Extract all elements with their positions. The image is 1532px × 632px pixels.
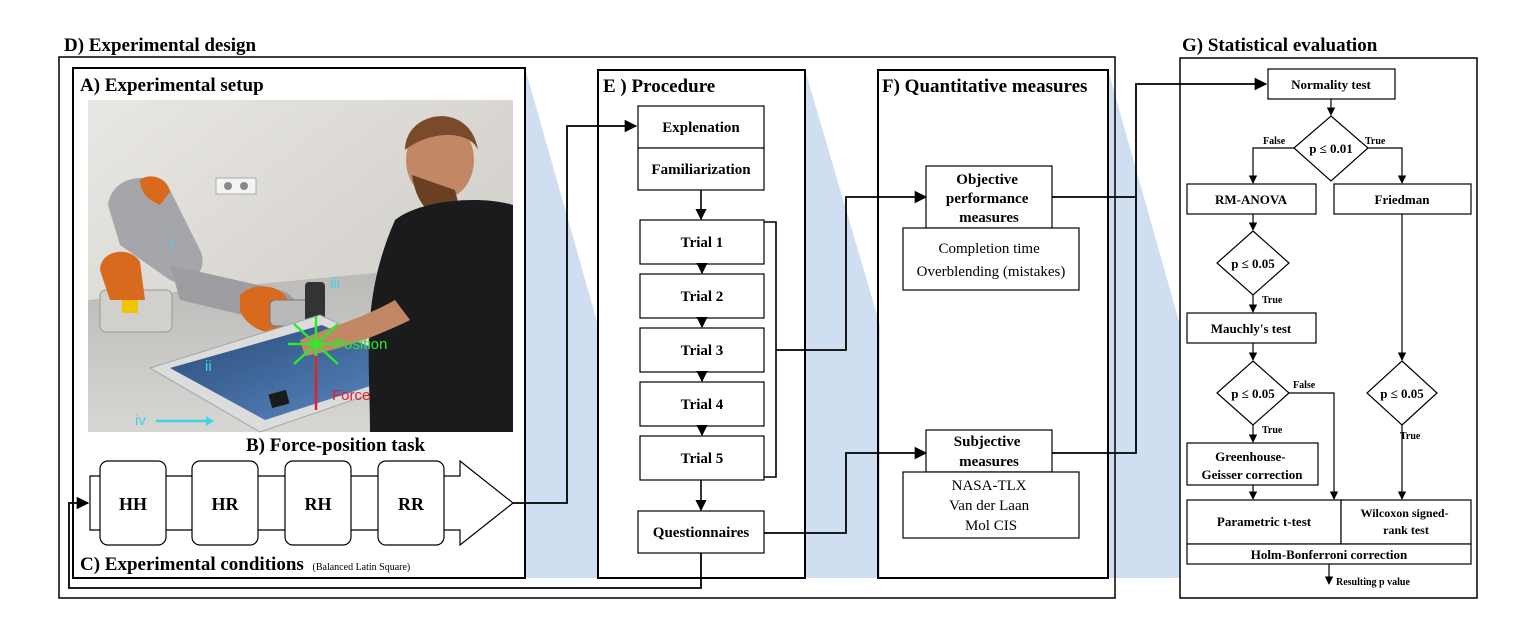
- mauchly-box: [1186, 312, 1317, 344]
- step-familiarization-box: [637, 147, 765, 191]
- measures-boxes: [902, 165, 1080, 539]
- stats-arrows: [1248, 99, 1407, 585]
- title-procedure: E ) Procedure: [603, 76, 715, 97]
- greenhouse-geisser: Greenhouse- Geisser correction: [1202, 449, 1304, 482]
- objective-measures-box: [925, 165, 1053, 229]
- condition-rh: RH: [284, 460, 352, 546]
- condition-hh-label: HH: [119, 494, 147, 514]
- condition-hr-label: HR: [212, 494, 240, 514]
- trial-2: Trial 2: [681, 289, 724, 305]
- trial-5: Trial 5: [681, 451, 724, 467]
- conditions-title-text: C) Experimental conditions: [80, 554, 304, 575]
- photo-label-iii: iii: [330, 275, 340, 292]
- label-true-1: True: [1365, 136, 1386, 147]
- stats-shapes: [1186, 68, 1472, 565]
- photo-label-i: i: [170, 235, 173, 252]
- title-force-position-task: B) Force-position task: [246, 435, 426, 456]
- stats-frame: [1179, 57, 1478, 599]
- trial-3: Trial 3: [681, 343, 724, 359]
- measures-frame: [877, 69, 1109, 579]
- funnel-measures-to-stats: [1108, 70, 1180, 578]
- trial-1: Trial 1: [681, 235, 724, 251]
- subjective-items-box: [902, 471, 1080, 539]
- step-questionnaires: Questionnaires: [653, 525, 750, 541]
- photo-label-iv: iv: [135, 412, 146, 429]
- trial-4: Trial 4: [681, 397, 724, 413]
- condition-hr: HR: [191, 460, 259, 546]
- objective-items-box: [902, 227, 1080, 291]
- trial-1-box: [639, 219, 765, 265]
- step-familiarization: Familiarization: [651, 162, 751, 178]
- decision-p001-label: p ≤ 0.01: [1309, 141, 1353, 156]
- title-experimental-conditions: C) Experimental conditions (Balanced Lat…: [80, 554, 410, 575]
- label-true-2: True: [1262, 295, 1283, 306]
- greenhouse-box: [1186, 442, 1319, 486]
- normality-test-box: [1267, 68, 1396, 100]
- holm-bonferroni: Holm-Bonferroni correction: [1251, 547, 1408, 562]
- decision-p005b-label: p ≤ 0.05: [1231, 386, 1275, 401]
- photo-label-ii: ii: [205, 358, 212, 375]
- procedure-steps: [637, 105, 765, 554]
- label-false-2: False: [1293, 380, 1316, 391]
- subjective-measures-list: NASA-TLX Van der Laan Mol CIS: [949, 478, 1033, 534]
- decision-p001: [1293, 115, 1369, 182]
- decision-p005a-label: p ≤ 0.05: [1231, 256, 1275, 271]
- step-questionnaires-box: [637, 510, 765, 554]
- objective-measures-title: Objective performance measures: [946, 172, 1032, 226]
- wilcoxon-box: [1340, 499, 1472, 545]
- funnel-procedure-to-measures: [805, 70, 880, 578]
- step-explanation-box: [637, 105, 765, 149]
- title-experimental-design: D) Experimental design: [64, 35, 257, 56]
- label-false-1: False: [1263, 136, 1286, 147]
- resulting-p-value: Resulting p value: [1336, 577, 1410, 588]
- experimental-design-frame: [58, 56, 1116, 599]
- decision-p005c-label: p ≤ 0.05: [1380, 386, 1424, 401]
- flow-connectors: [68, 77, 1268, 589]
- mauchly-test: Mauchly's test: [1211, 321, 1292, 336]
- photo-label-force: Force: [332, 387, 370, 404]
- rm-anova-box: [1186, 183, 1317, 215]
- title-statistical-evaluation: G) Statistical evaluation: [1182, 35, 1378, 56]
- objective-measures-list: Completion time Overblending (mistakes): [917, 241, 1066, 280]
- funnel-setup-to-procedure: [525, 68, 598, 578]
- label-true-3: True: [1262, 425, 1283, 436]
- rm-anova: RM-ANOVA: [1215, 192, 1288, 207]
- title-quantitative-measures: F) Quantitative measures: [882, 76, 1087, 97]
- step-explanation: Explenation: [662, 120, 740, 136]
- wilcoxon-test: Wilcoxon signed- rank test: [1360, 506, 1451, 537]
- condition-rh-label: RH: [305, 494, 332, 514]
- title-experimental-setup: A) Experimental setup: [80, 75, 264, 96]
- conditions-note: (Balanced Latin Square): [313, 562, 411, 573]
- subjective-measures-title: Subjective measures: [954, 434, 1024, 470]
- condition-rr: RR: [377, 460, 445, 546]
- parametric-t-test: Parametric t-test: [1217, 514, 1312, 529]
- condition-rr-label: RR: [398, 494, 425, 514]
- setup-photo: Position Force i ii iii iv: [88, 100, 513, 433]
- normality-test: Normality test: [1291, 77, 1371, 92]
- photo-label-position: Position: [334, 336, 387, 353]
- setup-frame: [72, 67, 526, 579]
- label-true-4: True: [1400, 431, 1421, 442]
- condition-hh: HH: [99, 460, 167, 546]
- friedman: Friedman: [1375, 192, 1431, 207]
- subjective-measures-box: [925, 429, 1053, 473]
